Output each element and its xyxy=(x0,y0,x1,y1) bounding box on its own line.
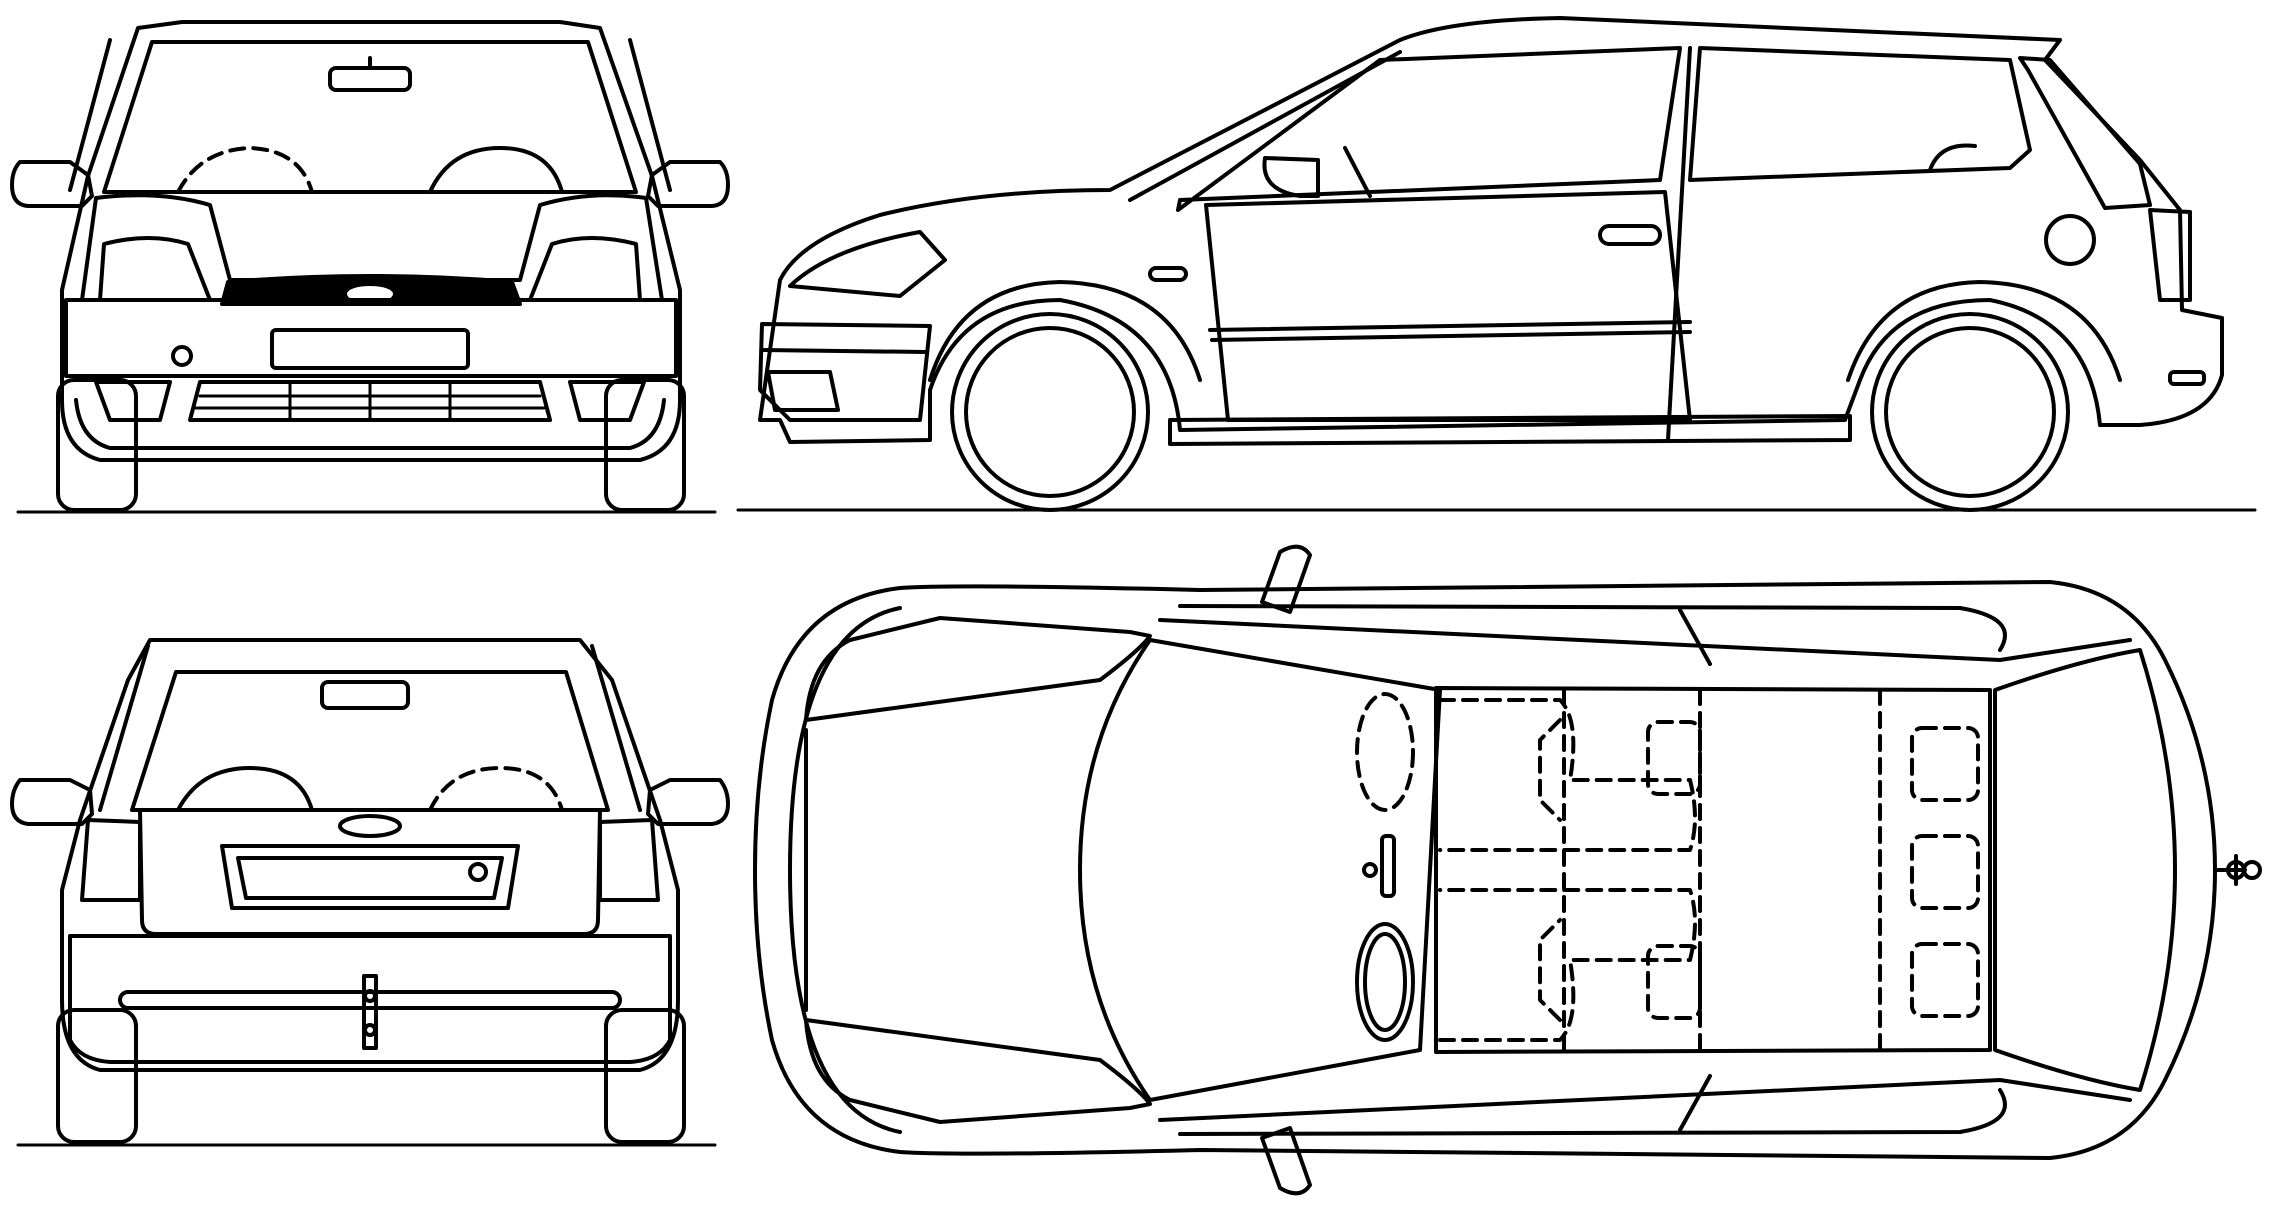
rear-view xyxy=(10,638,730,1147)
top-rear-window xyxy=(1993,648,2177,1092)
rear-bumper xyxy=(68,934,672,1064)
front-right-headlight xyxy=(528,236,642,302)
top-front-seat-left xyxy=(1438,698,1697,852)
front-right-tire xyxy=(604,378,686,512)
side-rear-window xyxy=(1688,46,2032,182)
front-hood xyxy=(80,193,664,302)
front-left-tire xyxy=(56,378,138,512)
top-rear-seat-1 xyxy=(1910,726,1980,802)
side-rear-wheel xyxy=(1846,280,2122,512)
side-front-window xyxy=(1176,46,1682,212)
front-tow-hook xyxy=(171,345,193,367)
top-front-seat-right xyxy=(1438,888,1697,1042)
rear-tailgate xyxy=(138,808,602,936)
top-roof xyxy=(1434,686,1992,1054)
front-windshield xyxy=(102,40,638,194)
front-left-foglight xyxy=(94,380,172,422)
top-steering-wheel xyxy=(1355,922,1415,1042)
front-lower-grille xyxy=(188,380,552,422)
side-front-bumper xyxy=(758,322,932,422)
rear-left-tail-light xyxy=(80,818,142,902)
top-body-outline xyxy=(753,580,2217,1160)
front-right-side-mirror xyxy=(646,160,730,208)
top-rear-seat-3 xyxy=(1910,942,1980,1018)
front-bumper xyxy=(64,298,678,378)
top-windshield xyxy=(1078,638,1442,1102)
front-left-side-mirror xyxy=(10,160,94,208)
top-right-mirror xyxy=(1260,1126,1312,1196)
side-view xyxy=(736,16,2257,512)
rear-right-tail-light xyxy=(598,818,660,902)
side-front-wheel xyxy=(928,280,1202,512)
side-tail-light xyxy=(2148,208,2192,302)
side-door xyxy=(1204,190,1692,422)
front-right-foglight xyxy=(568,380,646,422)
rear-left-side-mirror xyxy=(10,778,94,826)
front-license-plate xyxy=(270,328,470,370)
top-view xyxy=(753,544,2262,1196)
rear-license-plate-recess xyxy=(220,844,520,910)
top-rear-seat-2 xyxy=(1910,834,1980,910)
rear-wiper-housing xyxy=(320,680,410,710)
rear-right-tire xyxy=(604,1008,686,1144)
rear-right-side-mirror xyxy=(646,778,730,826)
front-view xyxy=(10,20,730,514)
rear-left-tire xyxy=(56,1008,138,1144)
front-left-headlight xyxy=(98,236,212,302)
rear-window xyxy=(130,670,610,812)
top-hood xyxy=(804,616,1152,722)
top-left-mirror xyxy=(1260,544,1312,614)
side-door-handle xyxy=(1598,224,1662,246)
side-fuel-cap xyxy=(2044,214,2096,266)
rear-tow-hook xyxy=(362,974,378,1050)
front-rearview-mirror xyxy=(328,66,412,92)
rear-logo xyxy=(338,814,402,838)
side-body-outline xyxy=(758,16,2224,444)
side-headlight xyxy=(788,230,947,298)
rear-body-outline xyxy=(60,638,680,1072)
side-tailgate-glass xyxy=(2018,56,2152,210)
front-body-outline xyxy=(60,20,682,462)
side-mirror xyxy=(1262,156,1320,198)
